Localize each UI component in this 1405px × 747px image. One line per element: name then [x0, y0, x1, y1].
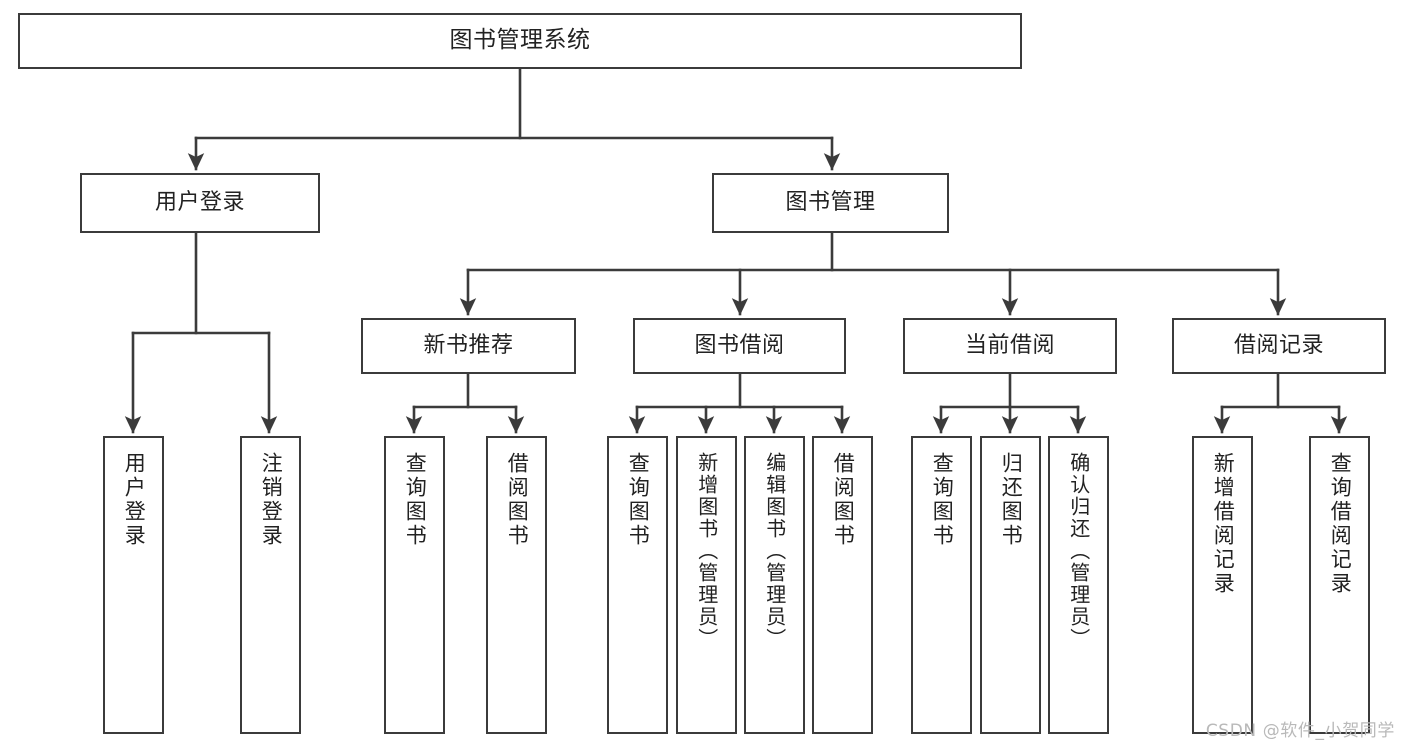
leaf-current-borrow-query-book[interactable]: 查询图书 — [911, 436, 972, 734]
node-label: 注销登录 — [259, 452, 284, 548]
leaf-borrow-record-query-record[interactable]: 查询借阅记录 — [1309, 436, 1370, 734]
leaf-user-login-logout[interactable]: 注销登录 — [240, 436, 301, 734]
node-label: 查询图书 — [930, 452, 955, 548]
leaf-current-borrow-confirm-return-admin[interactable]: 确认归还（管理员） — [1048, 436, 1109, 734]
node-label: 图书管理 — [785, 189, 876, 215]
node-label: 编辑图书（管理员） — [762, 452, 787, 650]
node-root-book-management-system[interactable]: 图书管理系统 — [18, 13, 1022, 69]
node-label: 新增图书（管理员） — [694, 452, 719, 650]
node-user-login[interactable]: 用户登录 — [80, 173, 320, 233]
node-label: 用户登录 — [154, 189, 245, 215]
node-label: 确认归还（管理员） — [1066, 452, 1091, 650]
leaf-user-login-user-login[interactable]: 用户登录 — [103, 436, 164, 734]
leaf-new-book-query-book[interactable]: 查询图书 — [384, 436, 445, 734]
node-label: 图书借阅 — [694, 332, 785, 358]
node-label: 查询图书 — [626, 452, 651, 548]
node-borrow-record[interactable]: 借阅记录 — [1172, 318, 1386, 374]
node-label: 归还图书 — [999, 452, 1024, 548]
node-label: 新书推荐 — [423, 332, 514, 358]
node-book-borrow[interactable]: 图书借阅 — [633, 318, 846, 374]
leaf-book-borrow-add-book-admin[interactable]: 新增图书（管理员） — [676, 436, 737, 734]
leaf-book-borrow-edit-book-admin[interactable]: 编辑图书（管理员） — [744, 436, 805, 734]
node-label: 查询图书 — [403, 452, 428, 548]
node-label: 当前借阅 — [964, 332, 1055, 358]
node-current-borrow[interactable]: 当前借阅 — [903, 318, 1117, 374]
node-label: 新增借阅记录 — [1211, 452, 1236, 596]
leaf-book-borrow-borrow-book[interactable]: 借阅图书 — [812, 436, 873, 734]
node-label: 查询借阅记录 — [1328, 452, 1353, 596]
node-label: 用户登录 — [122, 452, 147, 548]
node-new-book-recommend[interactable]: 新书推荐 — [361, 318, 576, 374]
leaf-borrow-record-add-record[interactable]: 新增借阅记录 — [1192, 436, 1253, 734]
leaf-new-book-borrow-book[interactable]: 借阅图书 — [486, 436, 547, 734]
node-label: 借阅图书 — [831, 452, 856, 548]
node-label: 借阅记录 — [1233, 332, 1324, 358]
node-label: 图书管理系统 — [449, 27, 591, 54]
node-book-management[interactable]: 图书管理 — [712, 173, 949, 233]
watermark: CSDN @软件_小贺同学 — [1205, 721, 1395, 741]
leaf-current-borrow-return-book[interactable]: 归还图书 — [980, 436, 1041, 734]
node-label: 借阅图书 — [505, 452, 530, 548]
leaf-book-borrow-query-book[interactable]: 查询图书 — [607, 436, 668, 734]
